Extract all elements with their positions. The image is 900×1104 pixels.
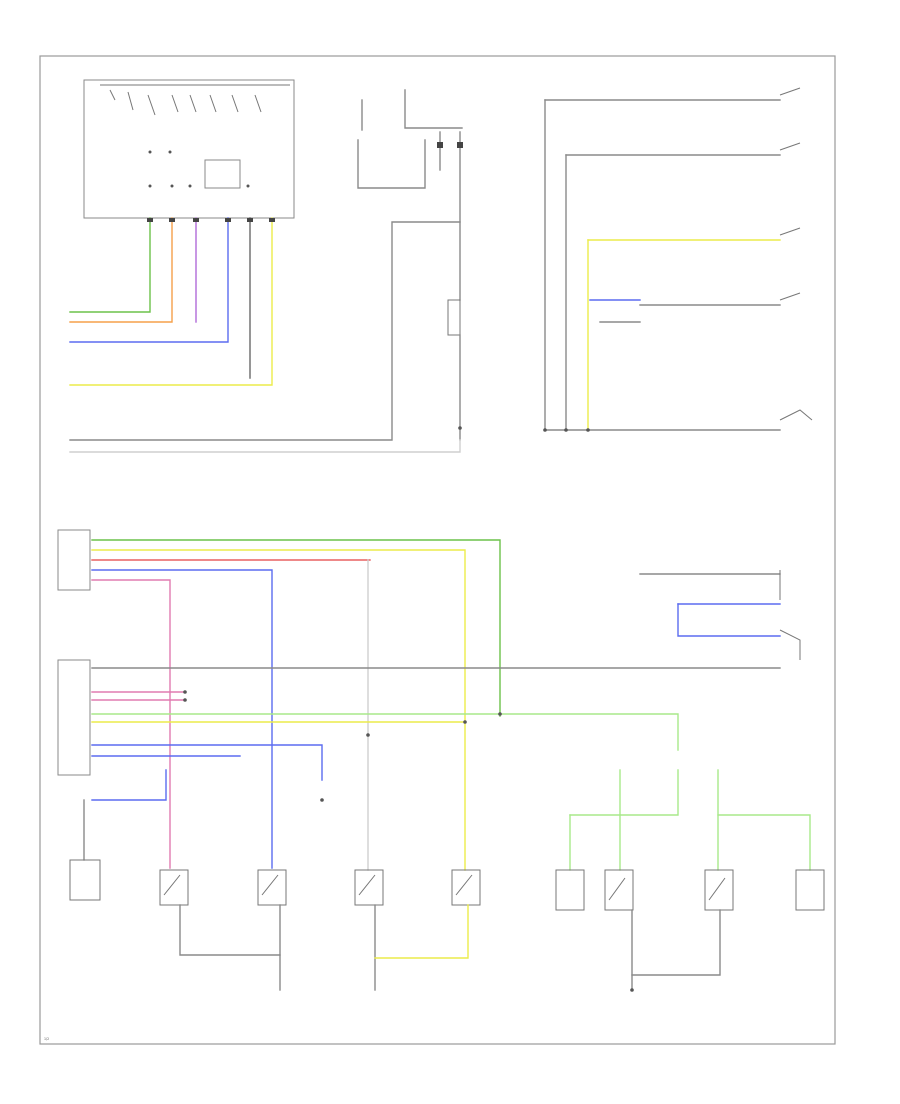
lamp-2 — [795, 869, 825, 911]
lamp-component — [69, 859, 101, 901]
wire — [91, 744, 323, 781]
internal-circuit-block — [204, 159, 241, 189]
wire — [91, 569, 273, 869]
right-middle-switch — [639, 570, 801, 660]
wire — [677, 603, 781, 637]
wire — [69, 217, 151, 313]
lamp-1 — [555, 869, 585, 911]
wire — [374, 904, 469, 959]
wire — [91, 579, 171, 869]
wire — [569, 769, 679, 816]
wire — [91, 549, 466, 871]
wire — [69, 217, 273, 386]
wire — [91, 539, 501, 717]
right-top-switch-group — [543, 87, 813, 432]
door-switch-4 — [451, 869, 481, 906]
left-connector-block-lower — [57, 659, 91, 776]
center-top-switch — [69, 89, 463, 453]
combination-switch-module — [83, 79, 295, 219]
door-switch-3 — [354, 869, 384, 906]
wire — [69, 217, 173, 323]
wire — [69, 217, 229, 343]
door-switch-2 — [257, 869, 287, 906]
mid-wires — [91, 539, 781, 871]
left-connector-block-upper — [57, 529, 91, 591]
switch-6 — [704, 869, 734, 911]
wire — [91, 713, 679, 751]
wire — [91, 769, 167, 801]
wire — [717, 814, 811, 871]
diagram-frame — [39, 55, 836, 1045]
bottom-switches — [69, 769, 825, 992]
door-switch-1 — [159, 869, 189, 906]
switch-5 — [604, 869, 634, 911]
relay-component — [447, 299, 461, 336]
door-switch-symbol — [779, 409, 813, 421]
switch-output-wires — [69, 217, 275, 386]
page-marker: 1/2 — [44, 1037, 49, 1041]
